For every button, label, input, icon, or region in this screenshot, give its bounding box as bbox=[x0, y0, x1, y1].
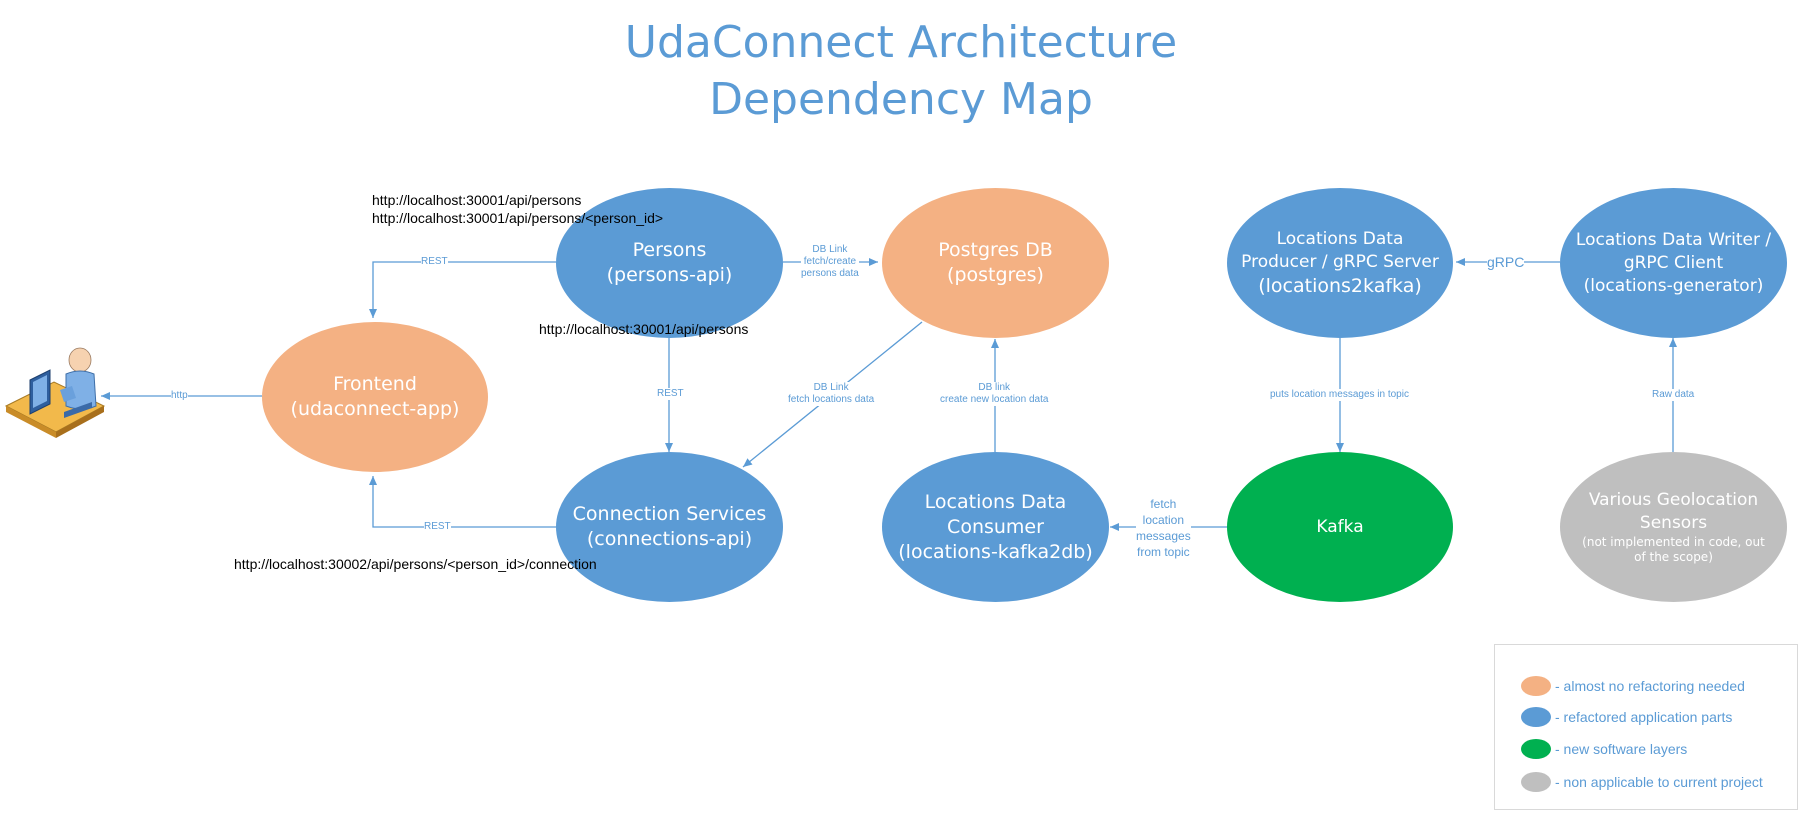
url-persons-by-id: http://localhost:30001/api/persons/<pers… bbox=[372, 210, 664, 226]
label-rest-bottom: REST bbox=[424, 521, 451, 533]
geolocation-sensors-node: Various Geolocation Sensors (not impleme… bbox=[1560, 452, 1787, 602]
legend-item-almost-no-refactoring: - almost no refactoring needed bbox=[1521, 675, 1745, 697]
legend-label: - non applicable to current project bbox=[1555, 774, 1763, 790]
connections-name: Connection Services bbox=[572, 503, 767, 525]
kafka-name: Kafka bbox=[1316, 516, 1364, 537]
persons-api-node: Persons (persons-api) bbox=[556, 188, 783, 338]
locations-producer-node: Locations Data Producer / gRPC Server (l… bbox=[1227, 188, 1453, 338]
label-puts-topic: puts location messages in topic bbox=[1270, 389, 1409, 401]
legend-label: - new software layers bbox=[1555, 741, 1688, 757]
label-rest-top: REST bbox=[421, 256, 448, 268]
legend-swatch-orange bbox=[1521, 676, 1551, 696]
consumer-line2: Consumer bbox=[947, 515, 1044, 538]
writer-service: (locations-generator) bbox=[1583, 275, 1764, 296]
legend-label: - refactored application parts bbox=[1555, 709, 1733, 725]
label-db-link-persons: DB Link fetch/create persons data bbox=[801, 244, 859, 280]
label-db-link-new: DB link create new location data bbox=[940, 382, 1049, 406]
edge-connections-frontend bbox=[369, 476, 556, 528]
legend-item-non-applicable: - non applicable to current project bbox=[1521, 771, 1763, 793]
diagram-title-line1: UdaConnect Architecture bbox=[624, 17, 1178, 68]
label-db-link-locations-1: DB Link bbox=[813, 382, 849, 393]
sensors-line2: Sensors bbox=[1639, 513, 1708, 533]
frontend-node: Frontend (udaconnect-app) bbox=[262, 322, 488, 472]
legend-item-new-layers: - new software layers bbox=[1521, 738, 1687, 760]
label-fetch-messages: fetch location messages from topic bbox=[1136, 496, 1191, 560]
label-db-link-new-2: create new location data bbox=[940, 394, 1049, 405]
legend-swatch-green bbox=[1521, 739, 1551, 759]
writer-line1: Locations Data Writer / bbox=[1575, 229, 1772, 250]
legend-swatch-blue bbox=[1521, 707, 1551, 727]
persons-service: (persons-api) bbox=[606, 264, 733, 286]
user-at-computer-icon bbox=[4, 347, 106, 438]
label-db-link-persons-1: DB Link bbox=[812, 244, 848, 255]
label-http: http bbox=[171, 390, 188, 402]
persons-name: Persons bbox=[632, 239, 707, 261]
label-fetch-messages-4: from topic bbox=[1137, 545, 1190, 559]
diagram-title-line2: Dependency Map bbox=[709, 74, 1093, 125]
edge-persons-frontend bbox=[369, 261, 556, 318]
url-persons-below: http://localhost:30001/api/persons bbox=[539, 321, 749, 337]
url-persons-list: http://localhost:30001/api/persons bbox=[372, 192, 582, 208]
sensors-note: (not implemented in code, out of the sco… bbox=[1582, 535, 1765, 564]
legend-item-refactored: - refactored application parts bbox=[1521, 706, 1732, 728]
sensors-line1: Various Geolocation bbox=[1588, 490, 1759, 510]
connections-service: (connections-api) bbox=[586, 528, 753, 550]
producer-service: (locations2kafka) bbox=[1258, 274, 1422, 297]
label-grpc: gRPC bbox=[1487, 254, 1525, 270]
postgres-name: Postgres DB bbox=[938, 239, 1053, 261]
producer-line1: Locations Data bbox=[1276, 228, 1404, 249]
writer-line2: gRPC Client bbox=[1623, 252, 1724, 273]
label-raw-data: Raw data bbox=[1652, 389, 1695, 401]
label-rest-vertical: REST bbox=[657, 388, 684, 400]
label-fetch-messages-3: messages bbox=[1136, 529, 1191, 543]
label-db-link-persons-3: persons data bbox=[801, 268, 859, 279]
postgres-service: (postgres) bbox=[947, 264, 1044, 286]
legend-swatch-grey bbox=[1521, 772, 1551, 792]
label-db-link-new-1: DB link bbox=[978, 382, 1011, 393]
consumer-line1: Locations Data bbox=[924, 490, 1067, 513]
url-connection: http://localhost:30002/api/persons/<pers… bbox=[234, 556, 597, 572]
locations-consumer-node: Locations Data Consumer (locations-kafka… bbox=[882, 452, 1109, 602]
label-db-link-persons-2: fetch/create bbox=[803, 256, 857, 267]
legend-label: - almost no refactoring needed bbox=[1555, 678, 1745, 694]
connections-api-node: Connection Services (connections-api) bbox=[556, 452, 783, 602]
frontend-service: (udaconnect-app) bbox=[290, 398, 460, 420]
frontend-name: Frontend bbox=[333, 373, 417, 395]
label-fetch-messages-2: location bbox=[1142, 513, 1185, 527]
label-db-link-locations: DB Link fetch locations data bbox=[788, 382, 875, 406]
label-db-link-locations-2: fetch locations data bbox=[788, 394, 875, 405]
legend: - almost no refactoring needed - refacto… bbox=[1494, 644, 1798, 810]
consumer-service: (locations-kafka2db) bbox=[898, 540, 1093, 563]
kafka-node: Kafka bbox=[1227, 452, 1453, 602]
locations-writer-node: Locations Data Writer / gRPC Client (loc… bbox=[1560, 188, 1787, 338]
producer-line2: Producer / gRPC Server bbox=[1241, 251, 1439, 272]
label-fetch-messages-1: fetch bbox=[1150, 497, 1177, 511]
postgres-db-node: Postgres DB (postgres) bbox=[882, 188, 1109, 338]
